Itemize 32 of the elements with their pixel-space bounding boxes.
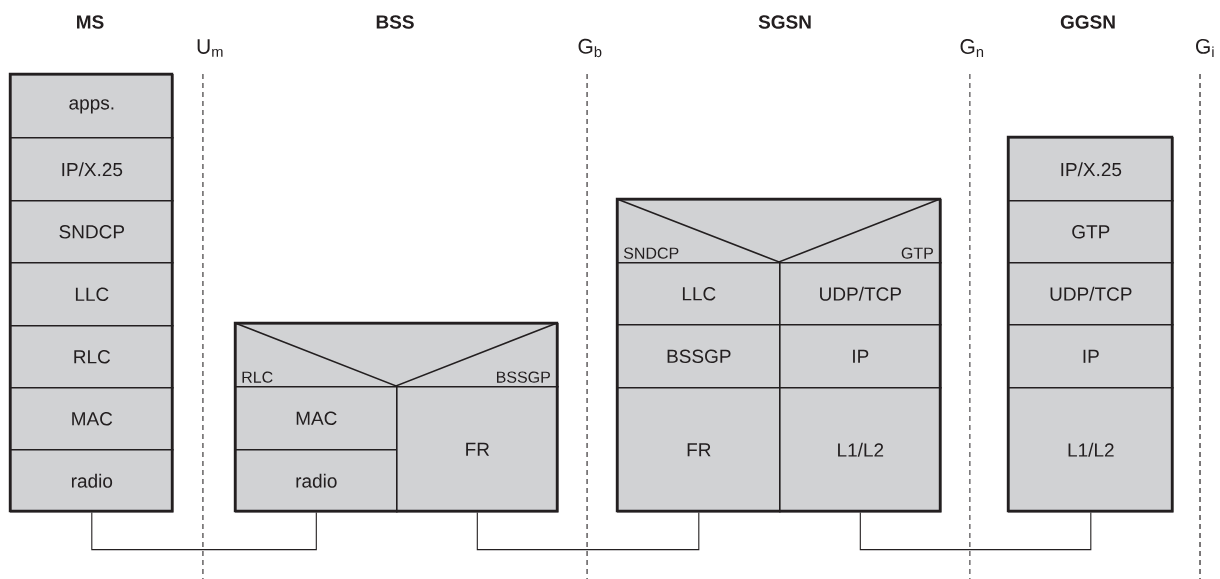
protocol-cell: SNDCP (10, 200, 174, 264)
protocol-cell: FR (617, 387, 781, 513)
protocol-cell: apps. (10, 74, 174, 139)
protocol-cell: LLC (617, 262, 781, 326)
protocol-cell: LLC (10, 262, 174, 327)
protocol-cell: UDP/TCP (1008, 262, 1174, 326)
protocol-cell: MAC (10, 387, 174, 451)
connector-line (91, 512, 317, 551)
node-title: SGSN (758, 15, 811, 29)
connector-line (859, 512, 1092, 551)
node-title: GGSN (1060, 15, 1115, 29)
protocol-cell: IP/X.25 (10, 137, 174, 202)
interface-label: G$_{b}$ (578, 38, 602, 58)
protocol-cell: IP/X.25 (1008, 137, 1174, 202)
interface-label: U$_{m}$ (197, 39, 223, 57)
protocol-cell: RLC (10, 325, 174, 389)
interface-label: G$_{n}$ (960, 39, 984, 57)
node-title: MS (77, 15, 104, 29)
protocol-cell: MAC (235, 386, 398, 451)
connector-line (476, 512, 700, 551)
protocol-cell: IP (779, 324, 942, 389)
node-title: BSS (376, 15, 414, 29)
protocol-cell: FR (396, 386, 559, 513)
protocol-cell: GTP (1008, 200, 1174, 264)
protocol-cell: L1/L2 (1008, 387, 1174, 513)
interface-label: G$_{i}$ (1196, 38, 1214, 58)
protocol-cell: radio (235, 449, 398, 513)
protocol-cell: BSSGP (617, 324, 781, 389)
protocol-cell: UDP/TCP (779, 262, 942, 326)
protocol-cell: IP (1008, 324, 1174, 389)
protocol-cell: radio (10, 449, 174, 513)
protocol-cell: L1/L2 (779, 387, 942, 513)
